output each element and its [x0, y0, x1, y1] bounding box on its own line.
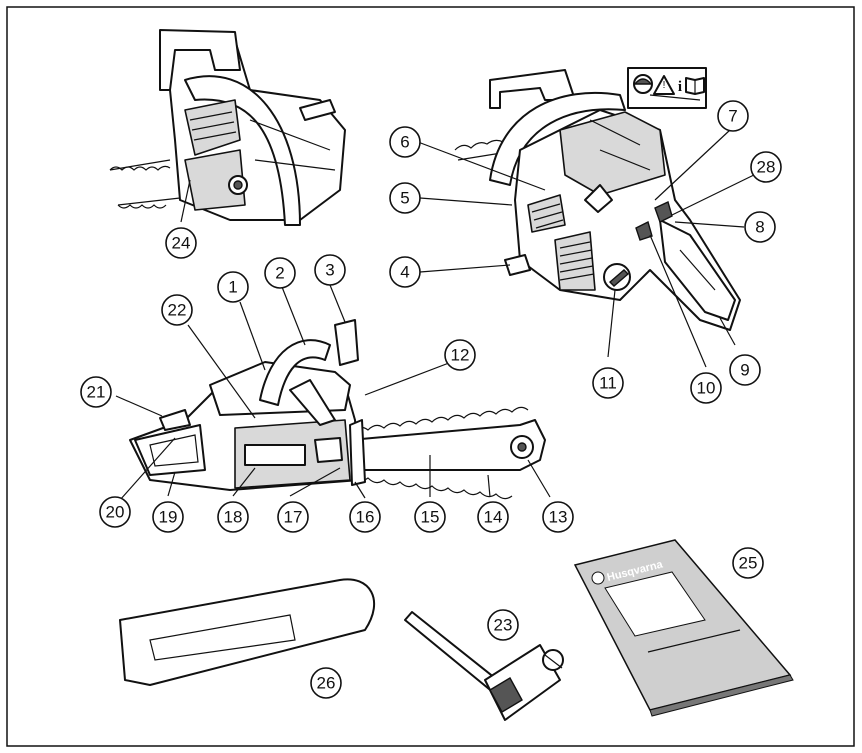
callout-8: 8	[744, 211, 776, 243]
svg-text:14: 14	[484, 508, 503, 527]
callout-9: 9	[729, 354, 761, 386]
svg-text:7: 7	[728, 107, 737, 126]
callout-28: 28	[750, 151, 782, 183]
svg-text:18: 18	[224, 508, 243, 527]
svg-text:22: 22	[168, 301, 187, 320]
helmet-icon	[633, 74, 653, 94]
svg-text:23: 23	[494, 616, 513, 635]
callout-21: 21	[80, 376, 112, 408]
chainsaw-main-view	[129, 319, 546, 500]
svg-text:4: 4	[400, 263, 409, 282]
callout-6: 6	[389, 126, 421, 158]
callout-19: 19	[152, 501, 184, 533]
callout-25: 25	[732, 547, 764, 579]
callout-10: 10	[690, 372, 722, 404]
svg-text:8: 8	[755, 218, 764, 237]
callout-5: 5	[389, 182, 421, 214]
combination-spanner	[404, 611, 564, 721]
warning-icon: !	[653, 75, 675, 95]
svg-text:21: 21	[87, 383, 106, 402]
callout-20: 20	[99, 496, 131, 528]
svg-text:16: 16	[356, 508, 375, 527]
svg-text:19: 19	[159, 508, 178, 527]
svg-text:2: 2	[275, 264, 284, 283]
callout-18: 18	[217, 501, 249, 533]
svg-text:28: 28	[757, 158, 776, 177]
svg-text:13: 13	[549, 508, 568, 527]
svg-text:6: 6	[400, 133, 409, 152]
callout-11: 11	[592, 367, 624, 399]
svg-text:!: !	[663, 80, 666, 91]
svg-text:15: 15	[421, 508, 440, 527]
callout-24: 24	[165, 227, 197, 259]
diagram-frame	[6, 6, 855, 747]
svg-text:9: 9	[740, 361, 749, 380]
svg-text:i: i	[678, 79, 682, 95]
callout-7: 7	[717, 100, 749, 132]
callout-22: 22	[161, 294, 193, 326]
svg-text:3: 3	[325, 261, 334, 280]
svg-text:5: 5	[400, 189, 409, 208]
callouts: 1 2 3 4 5 6 7 8 9 10 11 12 13 14 15 16 1…	[80, 100, 782, 699]
callout-2: 2	[264, 257, 296, 289]
callout-1: 1	[217, 271, 249, 303]
callout-15: 15	[414, 501, 446, 533]
svg-text:1: 1	[228, 278, 237, 297]
chainsaw-side-view: ! i	[454, 67, 741, 331]
operators-manual: Husqvarna	[573, 539, 794, 717]
callout-17: 17	[277, 501, 309, 533]
svg-text:10: 10	[697, 379, 716, 398]
callout-16: 16	[349, 501, 381, 533]
info-icon: i	[678, 79, 682, 95]
svg-text:17: 17	[284, 508, 303, 527]
husqvarna-logo-icon	[591, 571, 605, 585]
callout-4: 4	[389, 256, 421, 288]
svg-text:25: 25	[739, 554, 758, 573]
manual-book-icon	[685, 77, 705, 95]
svg-text:12: 12	[451, 346, 470, 365]
callout-26: 26	[310, 667, 342, 699]
callout-13: 13	[542, 501, 574, 533]
svg-text:24: 24	[172, 234, 191, 253]
callout-23: 23	[487, 609, 519, 641]
svg-text:26: 26	[317, 674, 336, 693]
svg-text:11: 11	[599, 374, 617, 393]
callout-3: 3	[314, 254, 346, 286]
bar-guard	[119, 578, 376, 686]
svg-text:20: 20	[106, 503, 125, 522]
callout-14: 14	[477, 501, 509, 533]
callout-12: 12	[444, 339, 476, 371]
chainsaw-rear-view	[109, 29, 346, 226]
leader-lines	[115, 94, 761, 501]
